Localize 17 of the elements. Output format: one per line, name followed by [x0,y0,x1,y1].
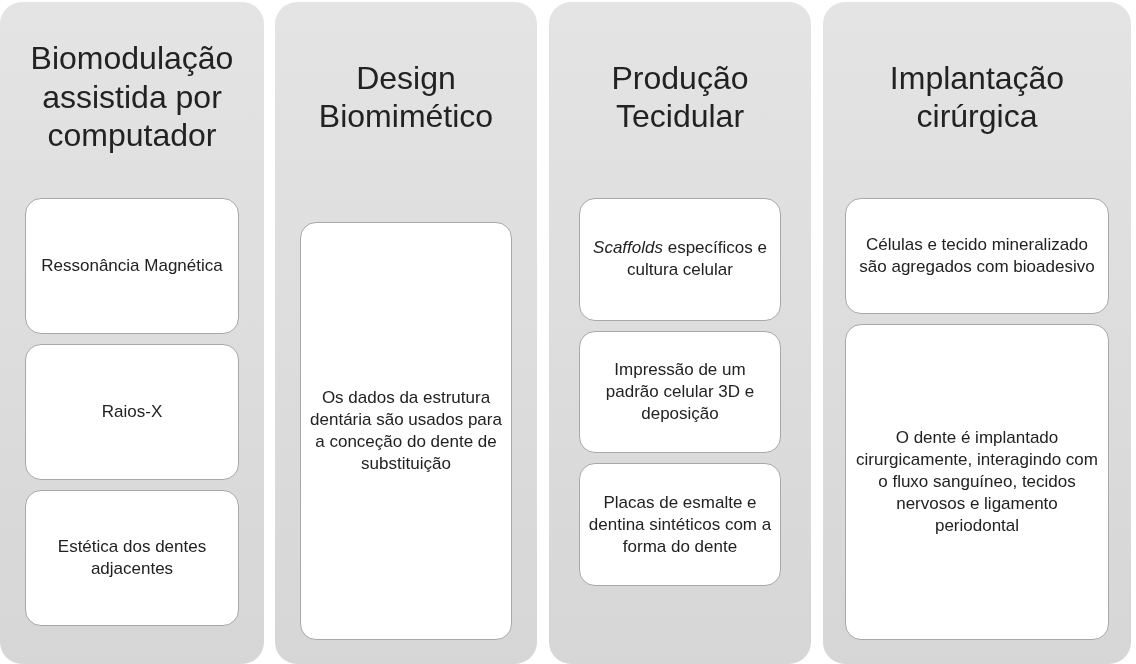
step-card: Ressonância Magnética [25,198,239,334]
step-card: Raios-X [25,344,239,480]
step-card: Células e tecido mineralizado são agregados com bioadesivo [845,198,1109,314]
column-panel [823,2,1131,664]
step-card: Placas de esmalte e dentina sintéticos com a forma do dente [579,463,781,586]
step-card: Scaffolds específicos e cultura celular [579,198,781,321]
step-card: Os dados da estrutura dentária são usados para a conceção do dente de substituição [300,222,512,640]
column-heading: Design Biomimético [317,58,495,136]
column-heading: Produção Tecidular [610,58,750,136]
column-heading: Implantação cirúrgica [888,58,1066,136]
column-heading: Biomodulação assistida por computador [29,39,235,155]
column-panel [275,2,537,664]
column-panel [549,2,811,664]
column-panel [0,2,264,664]
step-card: O dente é implantado cirurgicamente, interagindo com o fluxo sanguíneo, tecidos nervosos e ligamento periodontal [845,323,1109,640]
step-card: Impressão de um padrão celular 3D e deposição [579,330,781,454]
step-card: Estética dos dentes adjacentes [25,490,239,626]
